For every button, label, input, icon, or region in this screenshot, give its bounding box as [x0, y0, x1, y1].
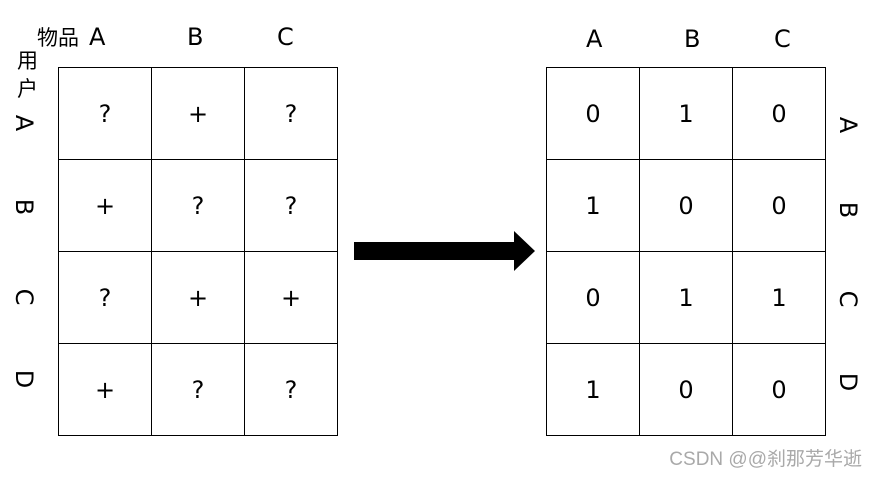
right-cell: 0: [732, 67, 826, 160]
table-row: + ? ?: [58, 343, 338, 436]
right-cell: 1: [639, 251, 733, 344]
right-cell: 0: [732, 343, 826, 436]
right-row-label-c: C: [834, 290, 862, 308]
right-row-label-d: D: [834, 372, 862, 392]
table-row: ? + ?: [58, 67, 338, 160]
table-row: 0 1 0: [546, 67, 826, 160]
left-matrix: ? + ? + ? ? ? + + + ? ?: [58, 67, 338, 436]
left-cell: +: [151, 67, 245, 160]
left-col-header-c: C: [277, 23, 294, 51]
user-corner-label-1: 用: [17, 49, 38, 73]
left-cell: ?: [151, 343, 245, 436]
right-cell: 1: [639, 67, 733, 160]
table-row: + ? ?: [58, 159, 338, 252]
left-col-header-a: A: [89, 23, 106, 51]
right-cell: 1: [732, 251, 826, 344]
left-cell: ?: [151, 159, 245, 252]
left-cell: ?: [244, 343, 338, 436]
table-row: 1 0 0: [546, 159, 826, 252]
right-cell: 1: [546, 159, 640, 252]
left-cell: ?: [244, 159, 338, 252]
left-cell: +: [151, 251, 245, 344]
right-col-header-b: B: [684, 25, 701, 53]
left-row-label-c: C: [10, 288, 38, 306]
right-cell: 0: [639, 159, 733, 252]
right-row-label-a: A: [834, 116, 862, 134]
left-cell: ?: [58, 67, 152, 160]
table-row: ? + +: [58, 251, 338, 344]
right-row-label-b: B: [834, 201, 862, 219]
right-col-header-a: A: [586, 25, 603, 53]
left-cell: ?: [58, 251, 152, 344]
left-cell: +: [58, 159, 152, 252]
left-cell: ?: [244, 67, 338, 160]
right-cell: 0: [639, 343, 733, 436]
items-corner-label: 物品: [37, 26, 79, 50]
left-cell: +: [58, 343, 152, 436]
left-row-label-a: A: [10, 114, 38, 132]
right-cell: 0: [732, 159, 826, 252]
left-cell: +: [244, 251, 338, 344]
user-corner-label-2: 户: [17, 77, 38, 101]
left-row-label-d: D: [10, 369, 38, 389]
right-cell: 0: [546, 251, 640, 344]
right-col-header-c: C: [774, 25, 791, 53]
right-cell: 1: [546, 343, 640, 436]
right-arrow-icon: [354, 231, 535, 271]
right-cell: 0: [546, 67, 640, 160]
right-matrix: 0 1 0 1 0 0 0 1 1 1 0 0: [546, 67, 826, 436]
left-col-header-b: B: [187, 23, 204, 51]
table-row: 0 1 1: [546, 251, 826, 344]
watermark: CSDN @@刹那芳华逝: [669, 449, 862, 470]
table-row: 1 0 0: [546, 343, 826, 436]
left-row-label-b: B: [10, 198, 38, 216]
